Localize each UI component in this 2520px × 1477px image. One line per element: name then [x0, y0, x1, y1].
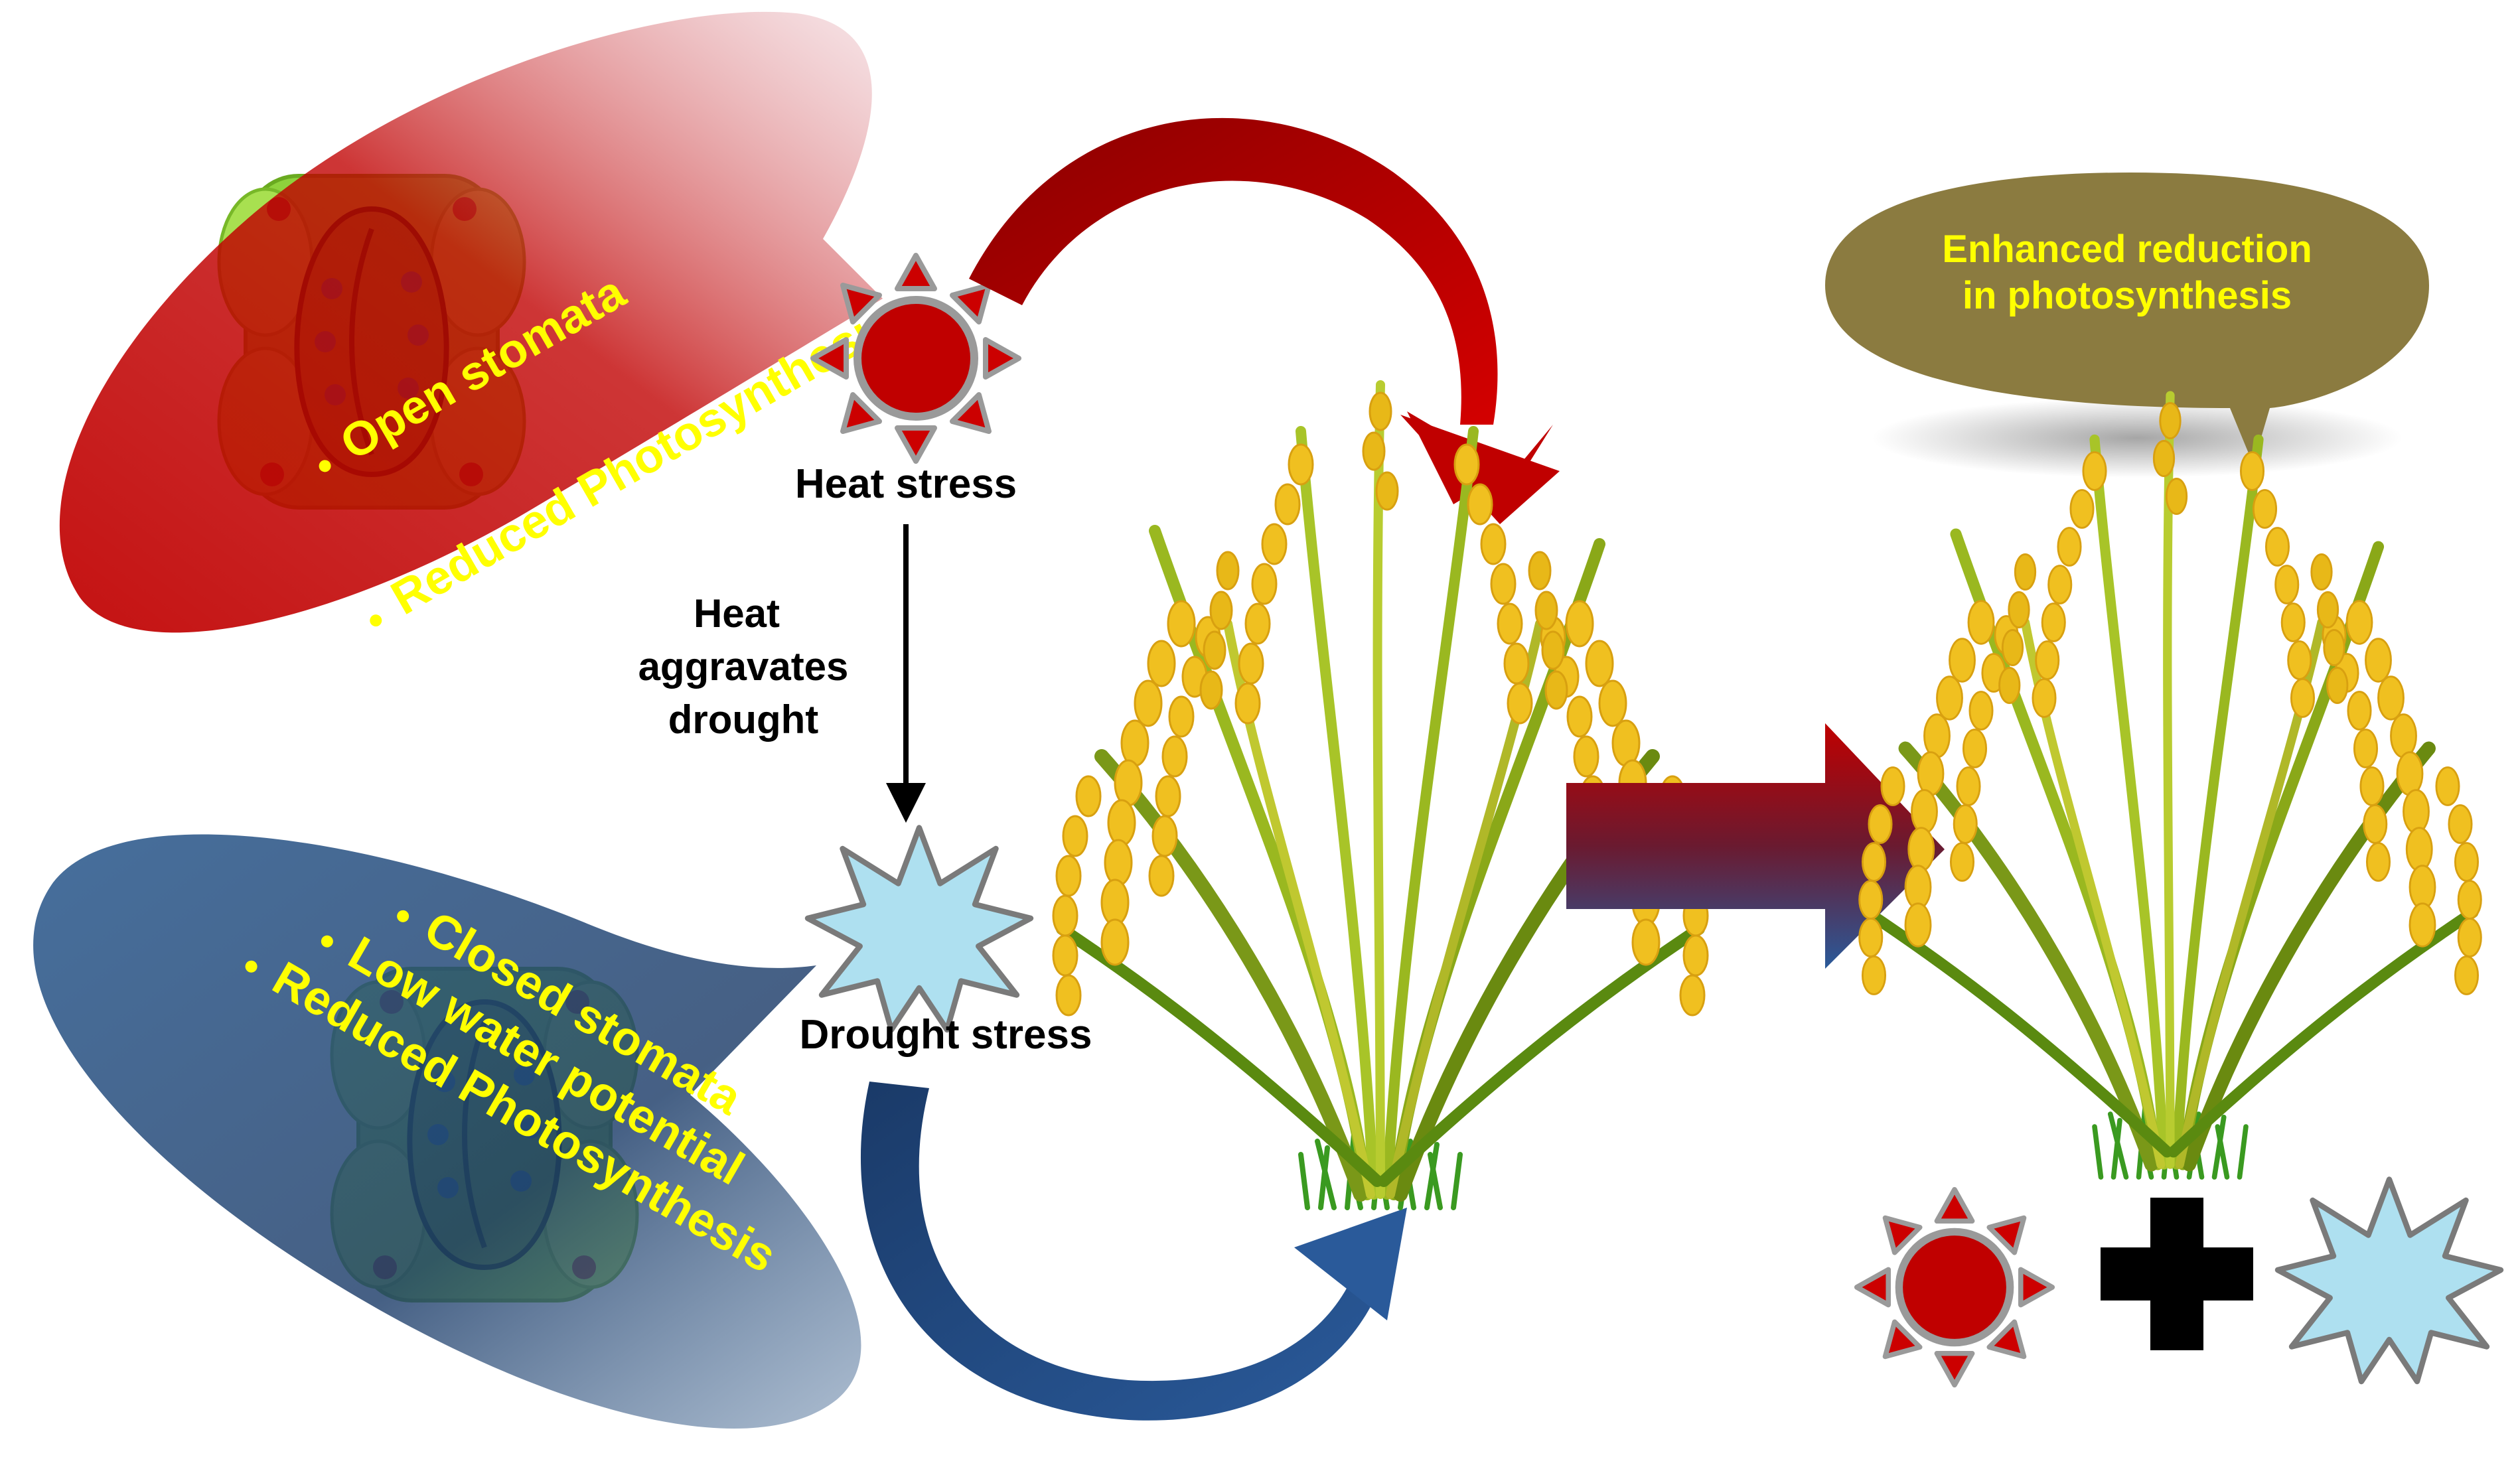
bullet-dot	[245, 960, 258, 973]
bullet-dot	[321, 935, 333, 948]
rice-plant-icon	[1860, 395, 2482, 1177]
heat-to-plant-arrow	[969, 117, 1560, 524]
result-arrow	[1566, 723, 1945, 969]
sun-icon	[1857, 1190, 2053, 1385]
drought-burst-icon	[2278, 1180, 2501, 1382]
bullet-dot	[397, 910, 409, 922]
drought-stress-label: Drought stress	[800, 1012, 1092, 1058]
result-bubble-shape	[1825, 173, 2429, 464]
result-line-1: Enhanced reduction	[1942, 228, 2312, 271]
result-bubble: Enhanced reduction in photosynthesis	[1825, 173, 2429, 478]
heat-callout: Open stomata Reduced Photosynthesis	[59, 11, 903, 633]
aggravation-label-line-2: aggravates	[638, 644, 849, 689]
drought-burst-icon	[808, 828, 1031, 1030]
aggravation-label-line-1: Heat	[694, 591, 780, 636]
drought-callout: Closed stomata Low water potential Reduc…	[33, 834, 861, 1429]
heat-callout-balloon	[59, 11, 883, 633]
drought-callout-balloon	[33, 834, 861, 1429]
aggravation-arrow	[886, 524, 926, 823]
result-line-2: in photosynthesis	[1963, 274, 2292, 317]
plus-icon	[2101, 1198, 2253, 1350]
bullet-dot	[319, 460, 331, 472]
bullet-dot	[370, 614, 382, 627]
aggravation-label-line-3: drought	[668, 697, 819, 742]
heat-stress-label: Heat stress	[795, 461, 1017, 507]
drought-to-plant-arrow	[860, 1082, 1407, 1421]
